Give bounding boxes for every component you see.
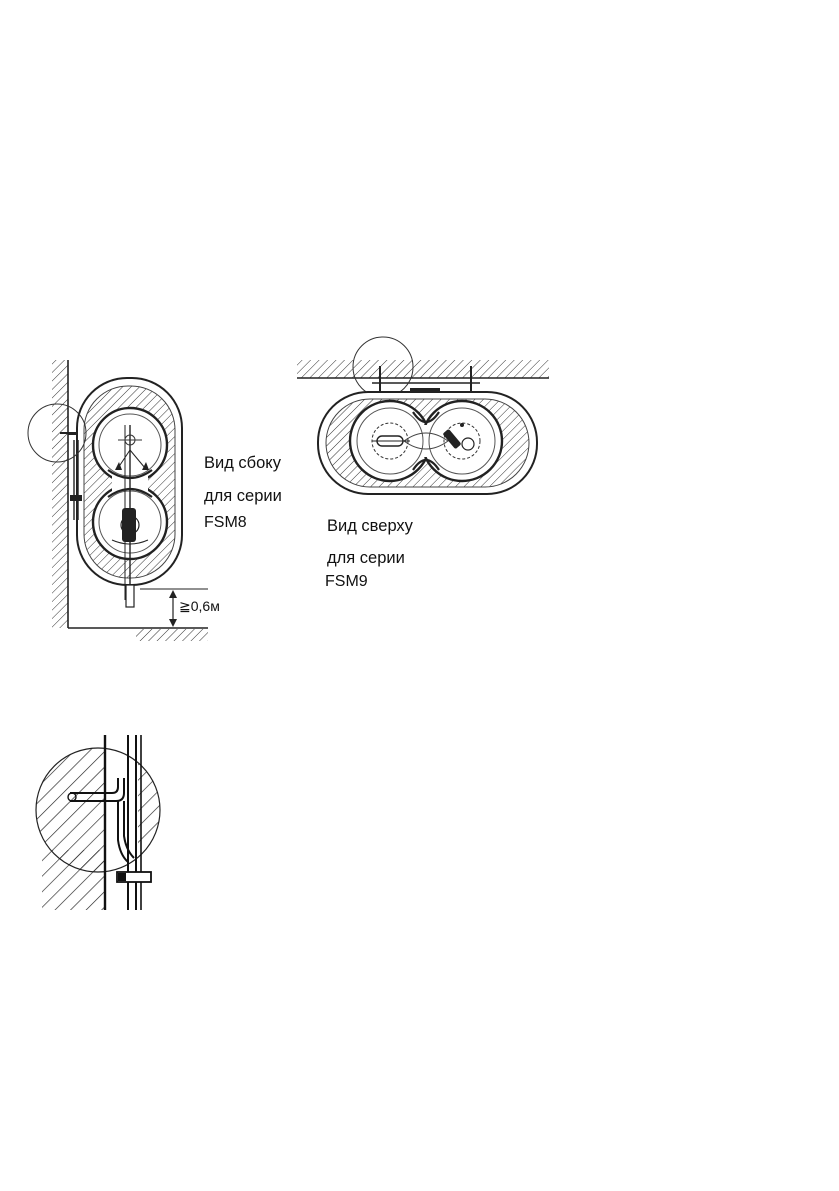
top-view-drawing	[297, 337, 549, 494]
top-view-subtitle: для серии	[327, 549, 405, 568]
top-view-title: Вид сверху	[327, 517, 413, 536]
side-view-title: Вид сбоку	[204, 454, 281, 473]
floor-hatch	[136, 629, 208, 641]
heating-element	[122, 508, 136, 542]
ceiling-hatch	[297, 360, 549, 378]
wall-hatch	[52, 360, 68, 628]
outlet-pipe	[126, 585, 134, 607]
clearance-label: ≧0,6м	[179, 598, 220, 615]
side-view-series: FSM8	[204, 514, 247, 532]
top-view-series: FSM9	[325, 573, 368, 591]
side-view-subtitle: для серии	[204, 487, 282, 506]
bracket-detail	[30, 735, 168, 915]
